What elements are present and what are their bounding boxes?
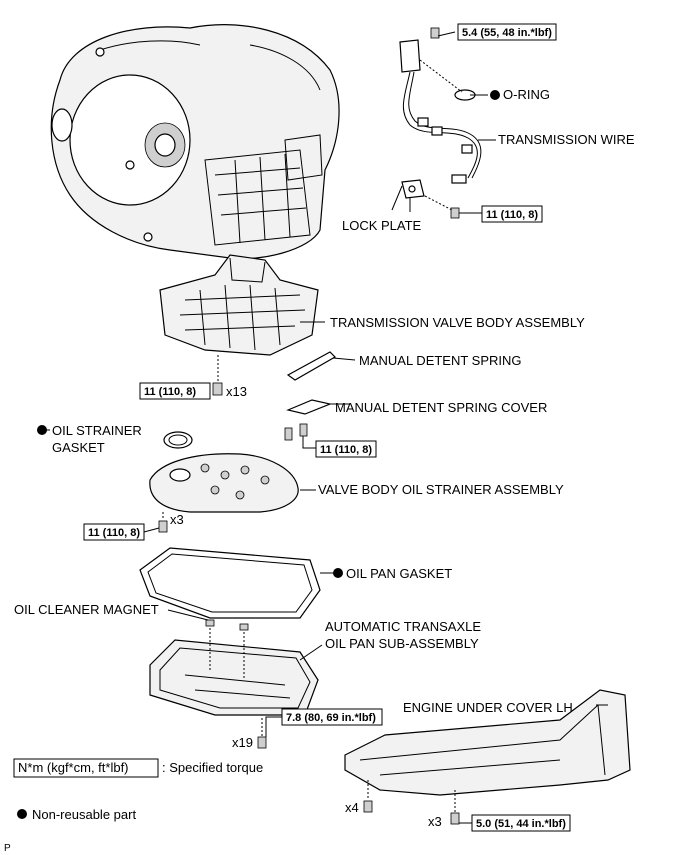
torque-under-cover-bolts: 5.0 (51, 44 in.*lbf) [476, 818, 566, 830]
torque-box-detent-cover [315, 440, 377, 458]
engine-under-cover-illustration [344, 689, 631, 825]
legend-non-reusable: Non-reusable part [32, 807, 136, 822]
label-manual-detent-spring: MANUAL DETENT SPRING [359, 353, 522, 368]
non-reusable-mark [490, 90, 500, 100]
label-o-ring: O-RING [503, 87, 550, 102]
torque-oil-pan-bolts: 7.8 (80, 69 in.*lbf) [286, 712, 376, 724]
label-oil-pan-line1: AUTOMATIC TRANSAXLE [325, 619, 481, 634]
label-manual-detent-spring-cover: MANUAL DETENT SPRING COVER [335, 400, 547, 415]
qty-under-cover-a: x4 [345, 800, 359, 815]
legend-specified-torque: : Specified torque [162, 760, 263, 775]
torque-detent-cover-bolts: 11 (110, 8) [320, 444, 372, 456]
oil-strainer-gasket-illustration [37, 425, 193, 449]
manual-detent-spring-illustration [286, 351, 356, 381]
label-lock-plate: LOCK PLATE [342, 218, 422, 233]
oil-cleaner-magnet-illustration [167, 609, 249, 631]
torque-lock-plate-bolt: 11 (110, 8) [486, 209, 538, 221]
oil-strainer-illustration [149, 453, 316, 533]
label-oil-strainer-line2: GASKET [52, 440, 105, 455]
torque-box-wire [457, 23, 557, 41]
label-transmission-wire: TRANSMISSION WIRE [498, 132, 635, 147]
non-reusable-mark [333, 568, 343, 578]
torque-wire-bolt: 5.4 (55, 48 in.*lbf) [462, 27, 552, 39]
transaxle-housing-illustration [50, 24, 340, 260]
transmission-wire-illustration [399, 27, 500, 184]
legend-unit: N*m (kgf*cm, ft*lbf) [18, 760, 129, 775]
qty-strainer: x3 [170, 512, 184, 527]
valve-body-illustration [159, 254, 325, 396]
legend-non-reusable-mark [17, 809, 27, 819]
footer-mark: P [4, 843, 11, 854]
qty-oil-pan: x19 [232, 735, 253, 750]
label-engine-under-cover: ENGINE UNDER COVER LH [403, 700, 573, 715]
label-oil-strainer-line1: OIL STRAINER [52, 423, 142, 438]
legend-unit-box [13, 758, 159, 778]
label-oil-cleaner-magnet: OIL CLEANER MAGNET [14, 602, 159, 617]
torque-strainer-bolts: 11 (110, 8) [88, 527, 140, 539]
torque-box-valve-body [139, 382, 211, 400]
torque-valve-body-bolts: 11 (110, 8) [144, 386, 196, 398]
label-oil-pan-gasket: OIL PAN GASKET [346, 566, 452, 581]
label-valve-body-oil-strainer: VALVE BODY OIL STRAINER ASSEMBLY [318, 482, 564, 497]
label-valve-body-assembly: TRANSMISSION VALVE BODY ASSEMBLY [330, 315, 585, 330]
oil-pan-gasket-illustration [139, 547, 343, 619]
detent-spring-cover-illustration [284, 399, 350, 449]
torque-box-lock-plate [481, 205, 543, 223]
qty-under-cover-b: x3 [428, 814, 442, 829]
lock-plate-illustration [401, 179, 482, 219]
label-oil-pan-line2: OIL PAN SUB-ASSEMBLY [325, 636, 479, 651]
qty-valve-body: x13 [226, 384, 247, 399]
oil-pan-illustration [149, 628, 323, 749]
